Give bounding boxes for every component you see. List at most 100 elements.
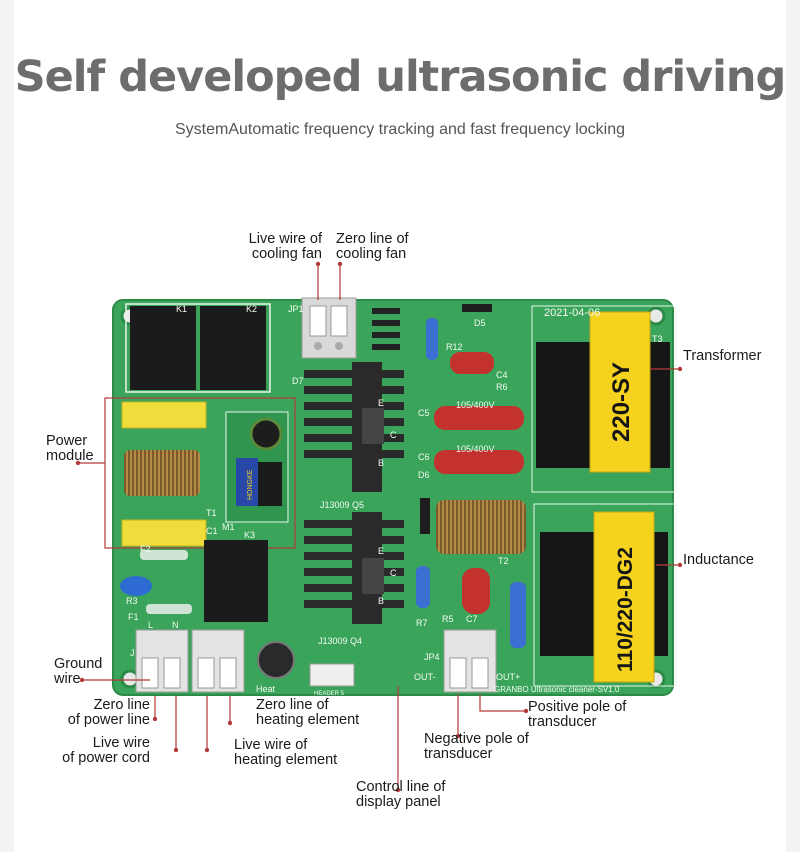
designator: K1 [176,304,187,314]
electrolytic-capacitor [257,641,295,679]
power-module-yellow-cap-top [121,401,207,429]
designator: F1 [128,612,139,622]
power-module-electrolytic [249,417,283,451]
relay-k2 [200,306,266,390]
designator: R12 [446,342,463,352]
date-mark: 2021-04-06 [544,307,600,319]
designator: JP1 [288,304,304,314]
designator: J [130,648,135,658]
heat-label: Heat [256,684,276,694]
power-module-coil [124,450,200,496]
designator: E [378,546,384,556]
fan-connector-pin [330,305,348,337]
resistor [426,318,438,360]
inductor-marking: 110/220-DG2 [614,547,637,672]
designator: C6 [418,452,430,462]
connector-pins [141,657,237,689]
capacitor-c6 [434,450,524,474]
callout-lines [78,264,680,790]
designator: C1 [206,526,218,536]
designator: F2 [140,544,151,554]
module-marking: HONGKE [247,469,254,500]
transistor-q4 [362,558,384,594]
header-label: HEADER 5 [314,691,345,697]
fan-connector-screw [314,342,322,350]
designator: T3 [652,334,663,344]
capacitor-c4 [450,352,494,374]
capacitor-c7 [462,568,490,614]
designator: C5 [418,408,430,418]
designator: T2 [498,556,509,566]
fuse-f2 [140,550,188,560]
transistor-label-q4: J13009 Q4 [318,636,362,646]
diode-array [372,308,400,350]
power-module-transformer [258,462,282,506]
designator: C [390,568,397,578]
designator: C7 [466,614,478,624]
diode-vertical [420,498,430,534]
designator: D6 [418,470,430,480]
output-pins [449,657,489,689]
transformer-marking: 220-SY [608,362,635,442]
designator: R5 [442,614,454,624]
designator: R6 [496,382,508,392]
inductor-t2 [436,500,526,554]
power-module-yellow-cap-bottom [121,519,207,547]
power-module-chip [236,458,258,506]
page-subtitle: SystemAutomatic frequency tracking and f… [175,121,625,138]
transformer-outline [531,305,677,493]
transistor-q5 [362,408,384,444]
designator: C [390,430,397,440]
page-title: Self developed ultrasonic driving [14,52,787,102]
designator: K2 [246,304,257,314]
designator: N [172,620,179,630]
designator: D5 [474,318,486,328]
diode-d5 [462,304,492,312]
cap-rating-1: 105/400V [456,400,495,410]
relay-k1 [130,306,196,390]
transistor-label-q5: J13009 Q5 [320,500,364,510]
inductance-yellow-core [593,511,655,683]
designator: B [378,596,384,606]
fan-connector-screw [335,342,343,350]
power-module-callout-box [104,397,296,549]
capacitor-c5 [434,406,524,430]
designator: M1 [222,522,235,532]
designator: C4 [496,370,508,380]
transformer-yellow-core [589,311,651,473]
brand-line: GRANBO Ultrasonic cleaner-SV1.0 [494,685,620,694]
jp4-label: JP4 [424,652,440,662]
designator: B [378,458,384,468]
callout-inductance: Inductance [683,552,754,568]
header-5 [309,663,355,687]
designator: R7 [416,618,428,628]
designator: L [148,620,153,630]
designator: E [378,398,384,408]
inductance-outline [533,503,677,687]
designator: R3 [126,596,138,606]
designator: K3 [244,530,255,540]
out-minus-label: OUT- [414,672,436,682]
callout-transformer: Transformer [683,348,762,364]
varistor-r3 [120,576,152,596]
cap-rating-2: 105/400V [456,444,495,454]
relay-outline [125,303,271,393]
heat-sink-top [304,362,404,492]
designator: T1 [206,508,217,518]
fan-connector-pin [309,305,327,337]
out-plus-label: OUT+ [496,672,520,682]
resistor [510,582,526,648]
resistor [416,566,430,608]
